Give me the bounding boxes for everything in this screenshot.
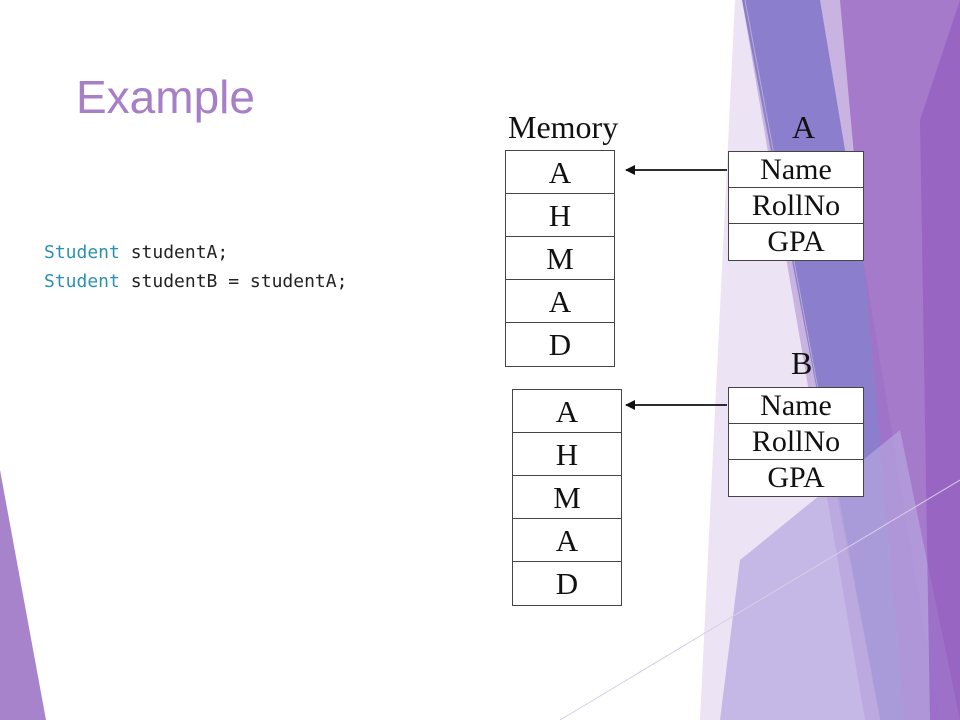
object-field-gpa: GPA [767, 225, 825, 258]
memory-cell: H [513, 433, 621, 476]
decor-thin-line-1 [744, 0, 881, 720]
decor-violet-edge [920, 0, 960, 720]
memory-block-a: A H M A D [505, 150, 615, 367]
code-line-2: Student studentB = studentA; [44, 267, 347, 296]
memory-cell: A [513, 519, 621, 562]
code-snippet: Student studentA;Student studentB = stud… [44, 238, 347, 296]
slide-title: Example [76, 71, 255, 123]
code-type-keyword: Student [44, 271, 120, 292]
decor-thin-line-2 [559, 479, 960, 720]
object-a-box: Name RollNo GPA [728, 151, 864, 261]
memory-cell: A [506, 151, 614, 194]
object-field-rollno: RollNo [729, 424, 863, 460]
code-type-keyword: Student [44, 242, 120, 263]
object-a-label: A [792, 109, 816, 145]
code-text: studentB = studentA; [119, 271, 348, 292]
decor-lavender-bottom [720, 430, 960, 720]
object-b-label: B [791, 345, 813, 381]
memory-block-b: A H M A D [512, 389, 622, 606]
memory-cell: M [513, 476, 621, 519]
object-field-rollno: RollNo [729, 188, 863, 224]
code-text: studentA; [119, 242, 229, 263]
object-field-gpa: GPA [767, 461, 825, 494]
memory-cell: D [555, 566, 579, 601]
memory-label: Memory [508, 109, 619, 145]
object-field-name: Name [729, 152, 863, 188]
memory-cell: M [506, 237, 614, 280]
memory-cell: D [548, 327, 572, 362]
memory-cell: A [506, 280, 614, 323]
memory-cell: A [513, 390, 621, 433]
code-line-1: Student studentA; [44, 238, 347, 267]
object-field-name: Name [729, 388, 863, 424]
decor-left-strip [0, 470, 46, 720]
object-b-box: Name RollNo GPA [728, 387, 864, 497]
memory-cell: H [506, 194, 614, 237]
